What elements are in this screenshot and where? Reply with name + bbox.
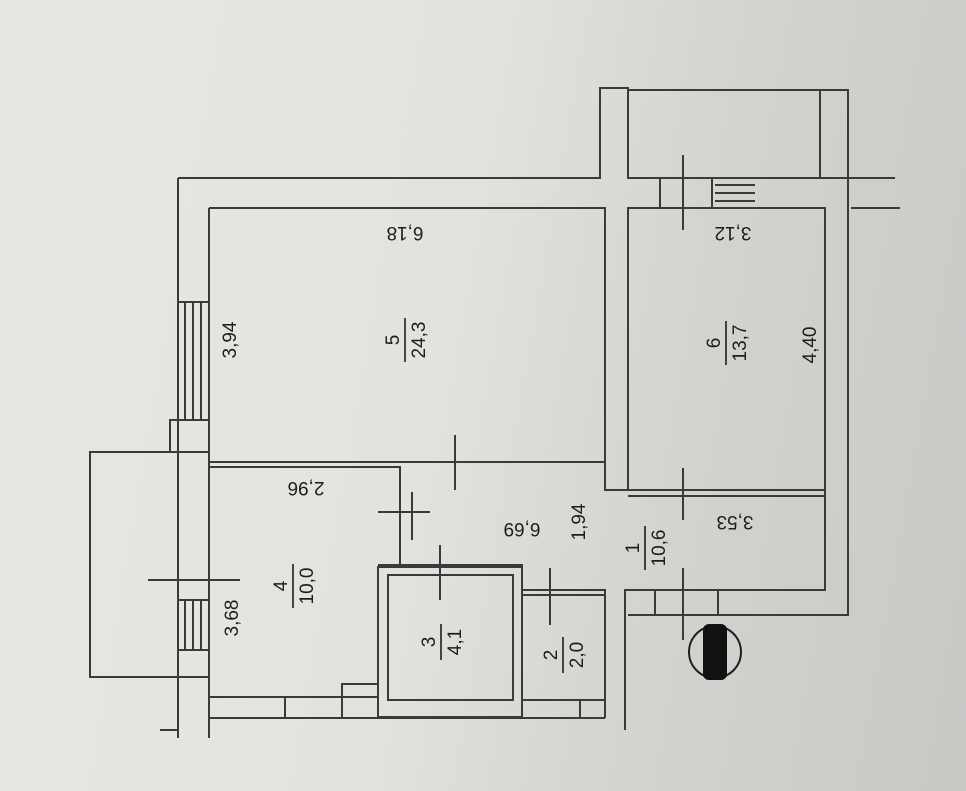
- room-4-label: 4 10,0: [271, 564, 318, 608]
- dim-room6-width: 4,40: [800, 327, 821, 364]
- room-5-label: 5 24,3: [383, 318, 430, 362]
- dim-room6-length: 3,12: [715, 222, 752, 243]
- room-1-label: 1 10,6: [623, 526, 670, 570]
- room-number: 5: [383, 335, 404, 346]
- room-area: 2,0: [567, 642, 588, 668]
- dim-room1-width: 1,94: [569, 503, 590, 540]
- room-2-label: 2 2,0: [541, 637, 588, 673]
- room-area: 10,6: [649, 530, 670, 567]
- dim-room5-width: 3,94: [220, 321, 241, 358]
- outer-wall: [178, 87, 895, 179]
- dim-room1-length: 6,69: [504, 518, 541, 539]
- dim-room4-length: 2,96: [288, 477, 325, 498]
- dim-room1-right: 3,53: [717, 511, 754, 532]
- wall-room6-bottom: [628, 489, 825, 497]
- room-area: 13,7: [730, 325, 751, 362]
- riser-symbol-icon: [688, 624, 742, 680]
- room-area: 10,0: [297, 568, 318, 605]
- wall-room4-right: [378, 564, 606, 718]
- window-room5: [178, 301, 209, 421]
- window-room4: [178, 599, 209, 651]
- outer-wall-inner: [209, 207, 826, 730]
- room-area: 4,1: [445, 629, 466, 655]
- wall-room5-bottom-2: [209, 466, 401, 565]
- room-number: 1: [623, 543, 644, 554]
- room-6-label: 6 13,7: [704, 321, 751, 365]
- dim-room4-width: 3,68: [222, 600, 243, 637]
- room-3-label: 3 4,1: [419, 624, 466, 660]
- balcony-top: [627, 89, 821, 179]
- room-number: 4: [271, 580, 292, 591]
- vent-shaft: [341, 683, 379, 719]
- room-number: 6: [704, 338, 725, 349]
- loggia-left: [89, 451, 179, 678]
- dim-room5-length: 6,18: [387, 222, 424, 243]
- room3-inner: [387, 574, 514, 701]
- room-number: 2: [541, 650, 562, 661]
- room-area: 24,3: [409, 322, 430, 359]
- room-number: 3: [419, 637, 440, 648]
